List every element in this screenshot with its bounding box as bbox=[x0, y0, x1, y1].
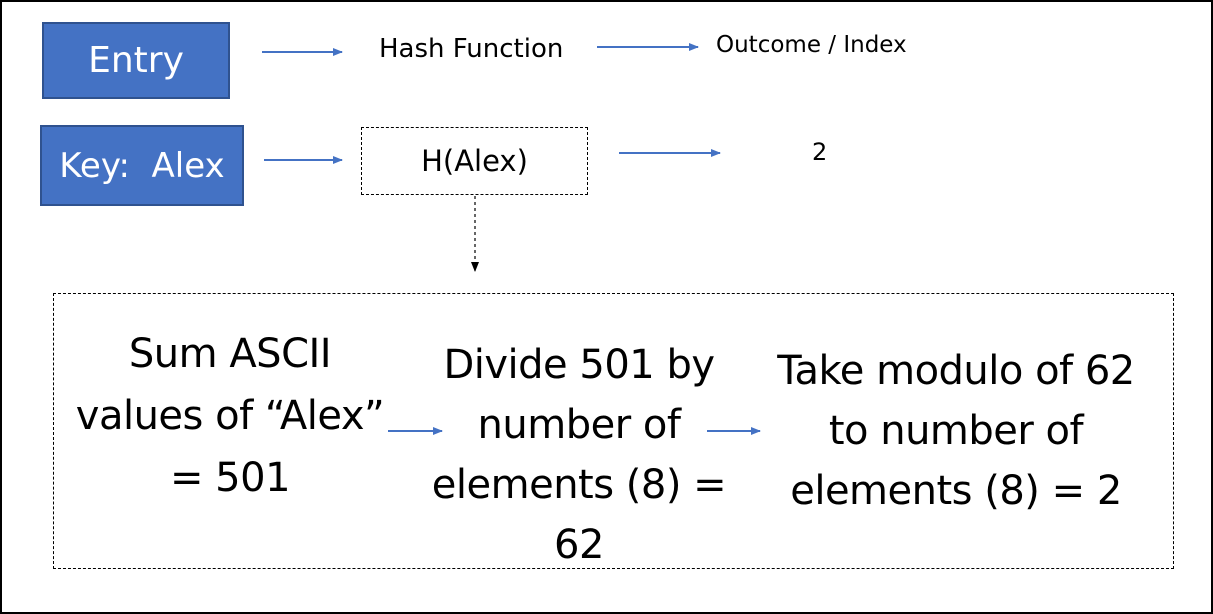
hash-call-label: H(Alex) bbox=[421, 144, 528, 178]
hash-call-box: H(Alex) bbox=[361, 127, 588, 195]
hash-function-label: Hash Function bbox=[379, 34, 564, 64]
entry-box: Entry bbox=[42, 22, 230, 99]
step-divide: Divide 501 by number of elements (8) = 6… bbox=[420, 335, 738, 575]
computation-detail-box bbox=[53, 293, 1174, 569]
step-line: values of “Alex” bbox=[75, 393, 385, 439]
step-line: elements (8) = bbox=[431, 462, 727, 508]
key-label: Key: Alex bbox=[59, 145, 225, 186]
step-line: Take modulo of 62 bbox=[777, 348, 1135, 394]
step-line: = 501 bbox=[169, 455, 291, 501]
step-line: Divide 501 by bbox=[443, 342, 715, 388]
key-box: Key: Alex bbox=[40, 125, 244, 206]
step-line: number of bbox=[477, 402, 681, 448]
result-label: 2 bbox=[812, 138, 828, 166]
step-line: Sum ASCII bbox=[128, 331, 332, 377]
step-line: elements (8) = 2 bbox=[790, 468, 1122, 514]
step-sum-ascii: Sum ASCII values of “Alex” = 501 bbox=[60, 323, 400, 509]
step-modulo: Take modulo of 62 to number of elements … bbox=[750, 341, 1162, 521]
step-line: to number of bbox=[828, 408, 1084, 454]
entry-label: Entry bbox=[88, 40, 184, 81]
step-line: 62 bbox=[554, 522, 604, 568]
outcome-index-label: Outcome / Index bbox=[716, 32, 907, 58]
